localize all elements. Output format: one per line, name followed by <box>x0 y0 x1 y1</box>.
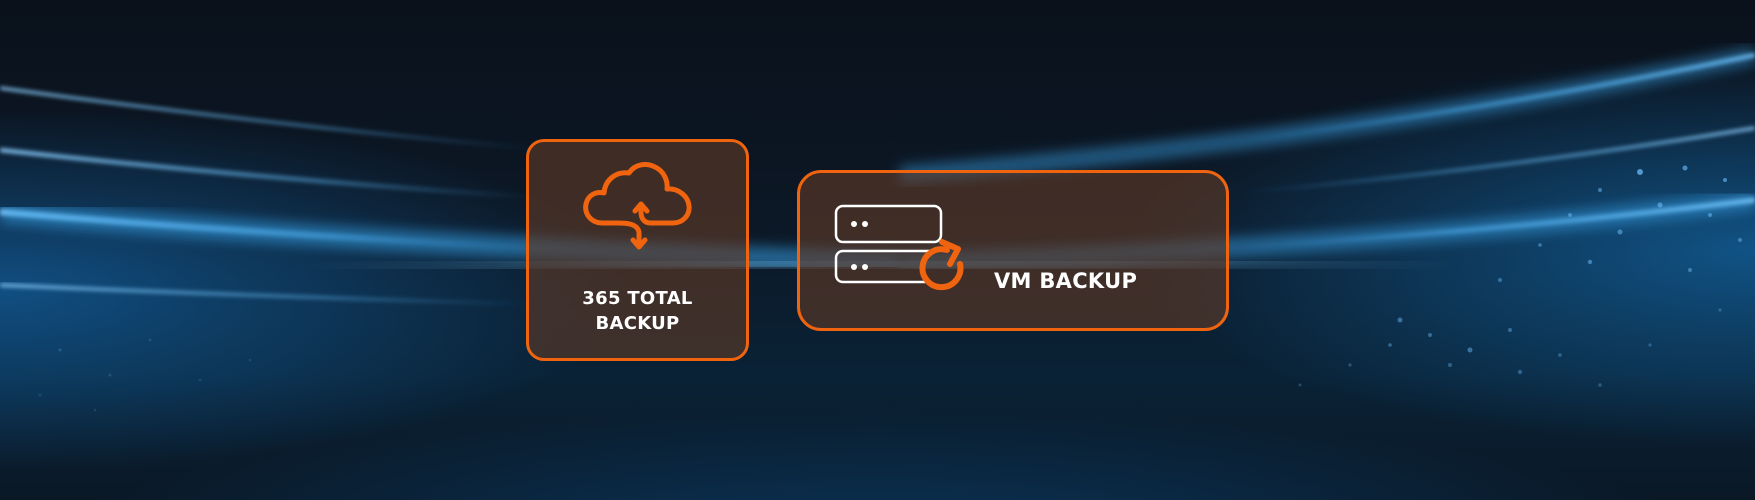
light-streak <box>899 46 1755 184</box>
bokeh-particles <box>1298 165 1742 387</box>
bokeh-particles <box>38 338 252 412</box>
card-label: VM BACKUP <box>994 269 1138 293</box>
card-label-line: BACKUP <box>595 313 680 334</box>
card-vm-backup[interactable]: VM BACKUP <box>797 170 1229 331</box>
server-backup-icon <box>834 204 964 291</box>
light-streak <box>0 201 901 273</box>
light-streak <box>0 283 901 314</box>
light-streak <box>0 86 901 177</box>
cloud-sync-icon <box>583 162 692 250</box>
card-365-total-backup[interactable]: 365 TOTAL BACKUP <box>526 139 749 361</box>
card-label: 365 TOTAL BACKUP <box>529 286 746 336</box>
card-label-line: 365 TOTAL <box>582 288 693 309</box>
light-streak <box>0 148 901 217</box>
